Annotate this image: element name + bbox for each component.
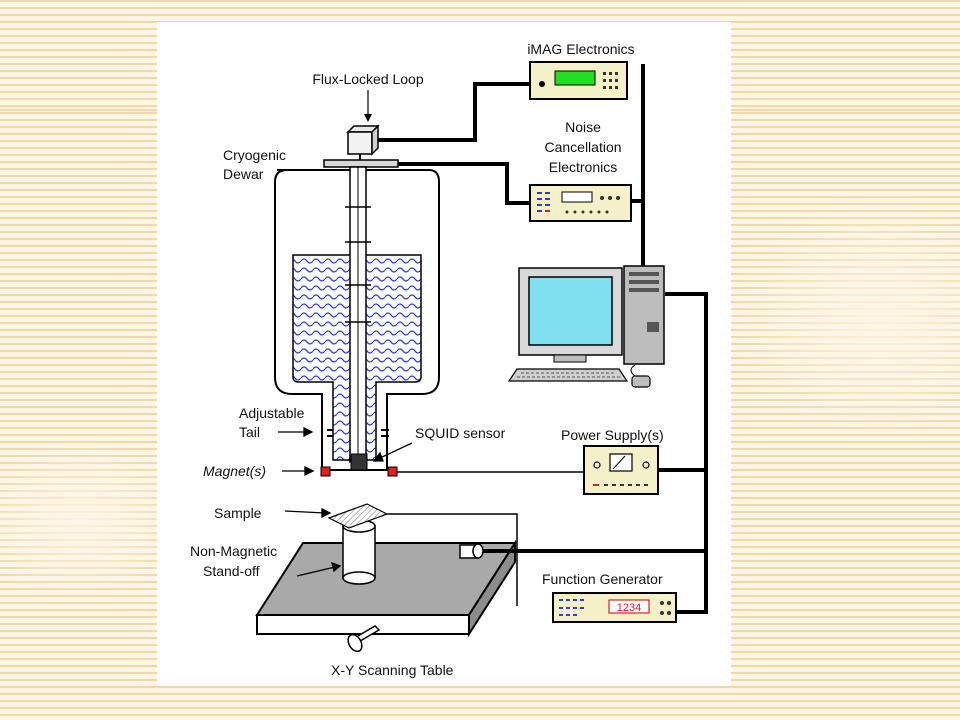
- sample-icon: [327, 503, 389, 529]
- label-power-supply: Power Supply(s): [561, 427, 664, 443]
- non-magnetic-standoff: [342, 519, 376, 585]
- function-generator-unit: 1234: [552, 592, 677, 623]
- label-magnets: Magnet(s): [203, 463, 266, 479]
- label-noise-line3: Electronics: [549, 159, 617, 175]
- annotation-arrows: [278, 426, 413, 577]
- computer-tower-icon: [623, 265, 665, 365]
- label-noise-line1: Noise: [565, 119, 601, 135]
- label-adjustable: Adjustable: [239, 405, 305, 421]
- magnet-right: [387, 466, 398, 477]
- squid-microscope-diagram: 1234 i: [190, 41, 708, 678]
- dewar-top-plate: [323, 159, 399, 168]
- keyboard-icon: [507, 368, 629, 382]
- label-cryogenic: Cryogenic: [223, 147, 286, 163]
- mouse-icon: [630, 364, 651, 388]
- computer: [507, 265, 665, 388]
- label-sample: Sample: [214, 505, 262, 521]
- computer-monitor-icon: [518, 267, 623, 363]
- imag-electronics-unit: [529, 61, 628, 100]
- squid-sensor-icon: [350, 453, 368, 471]
- cables: [378, 64, 708, 614]
- noise-cancellation-unit: [529, 184, 632, 222]
- power-supply-unit: [583, 445, 659, 495]
- magnet-left: [320, 466, 331, 477]
- label-flux-locked-loop: Flux-Locked Loop: [312, 71, 424, 87]
- label-stand-off: Stand-off: [203, 563, 260, 579]
- function-generator-display: 1234: [617, 602, 641, 614]
- label-tail: Tail: [239, 424, 260, 440]
- label-xy-table: X-Y Scanning Table: [331, 662, 454, 678]
- label-imag-electronics: iMAG Electronics: [527, 41, 634, 57]
- label-non-magnetic: Non-Magnetic: [190, 543, 277, 559]
- flux-locked-loop-box: [346, 124, 380, 160]
- label-dewar: Dewar: [223, 166, 264, 182]
- label-function-generator: Function Generator: [542, 571, 663, 587]
- label-noise-line2: Cancellation: [544, 139, 621, 155]
- xy-scanning-table: [255, 539, 517, 653]
- thin-lines: [387, 471, 584, 606]
- label-squid-sensor: SQUID sensor: [415, 425, 506, 441]
